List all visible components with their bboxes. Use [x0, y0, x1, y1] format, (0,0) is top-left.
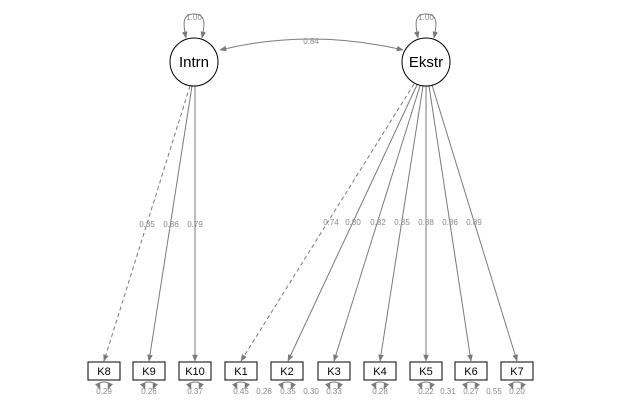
intrn-variance-loop: 1.00 [181, 13, 207, 39]
loading-edge-k9 [147, 85, 193, 362]
loading-label-k7: 0.89 [466, 218, 482, 227]
svg-text:K1: K1 [234, 366, 247, 378]
observed-node-k10: K10 [178, 361, 212, 381]
observed-node-k5: K5 [409, 361, 443, 381]
loading-label-k10: 0.79 [187, 220, 203, 229]
loading-label-k2: 0.80 [345, 218, 361, 227]
loading-label-k8: 0.85 [139, 220, 155, 229]
loading-label-k6: 0.86 [442, 218, 458, 227]
svg-text:K6: K6 [464, 366, 477, 378]
loading-edge-k1 [240, 83, 415, 362]
svg-text:K9: K9 [142, 366, 155, 378]
observed-node-k1: K1 [224, 361, 258, 381]
latent-label-intrn: Intrn [179, 54, 209, 71]
svg-text:K4: K4 [373, 366, 386, 378]
observed-node-k9: K9 [132, 361, 166, 381]
residual-label-k9: 0.26 [141, 387, 157, 396]
loading-label-k5: 0.88 [418, 218, 434, 227]
loading-label-k9: 0.86 [163, 220, 179, 229]
observed-node-k7: K7 [500, 361, 534, 381]
latent-node-intrn: Intrn [169, 37, 219, 87]
svg-text:K7: K7 [510, 366, 523, 378]
loading-label-k1: 0.74 [323, 218, 339, 227]
svg-text:K8: K8 [97, 366, 110, 378]
residual-label-k3: 0.33 [326, 387, 342, 396]
residual-label-k5: 0.22 [418, 387, 434, 396]
residual-label-k7: 0.20 [509, 387, 525, 396]
ekstr-variance-label: 1.00 [418, 13, 434, 22]
residual-label-k8: 0.29 [96, 387, 112, 396]
observed-node-k3: K3 [317, 361, 351, 381]
loading-edge-k8 [103, 85, 191, 362]
loading-edge-k4 [378, 85, 424, 362]
residual-loops [95, 381, 526, 390]
residual-label-k1: 0.45 [233, 387, 249, 396]
observed-node-k4: K4 [363, 361, 397, 381]
loading-label-k3: 0.82 [370, 218, 386, 227]
between-value-3: 0.31 [440, 387, 456, 396]
observed-node-k8: K8 [87, 361, 121, 381]
loading-edge-k6 [428, 85, 473, 362]
observed-node-k2: K2 [270, 361, 304, 381]
between-value-4: 0.55 [486, 387, 502, 396]
loading-edge-k3 [333, 85, 421, 362]
loading-label-k4: 0.85 [394, 218, 410, 227]
svg-text:K10: K10 [185, 366, 205, 378]
between-value-2: 0.30 [303, 387, 319, 396]
latent-label-ekstr: Ekstr [409, 54, 443, 71]
residual-label-k10: 0.37 [187, 387, 203, 396]
covariance-arrow [219, 38, 404, 52]
residual-label-k6: 0.27 [463, 387, 479, 396]
observed-node-k6: K6 [454, 361, 488, 381]
residual-label-k2: 0.35 [280, 387, 296, 396]
between-value-1: 0.28 [256, 387, 272, 396]
ekstr-variance-loop: 1.00 [413, 13, 439, 39]
svg-text:K5: K5 [419, 366, 432, 378]
latent-node-ekstr: Ekstr [401, 37, 451, 87]
intrn-variance-label: 1.00 [186, 13, 202, 22]
loading-edge-k7 [431, 84, 518, 362]
covariance-label: 0.84 [303, 37, 319, 46]
residual-label-k4: 0.28 [372, 387, 388, 396]
svg-text:K2: K2 [280, 366, 293, 378]
svg-text:K3: K3 [327, 366, 340, 378]
loading-edge-k2 [287, 84, 418, 362]
